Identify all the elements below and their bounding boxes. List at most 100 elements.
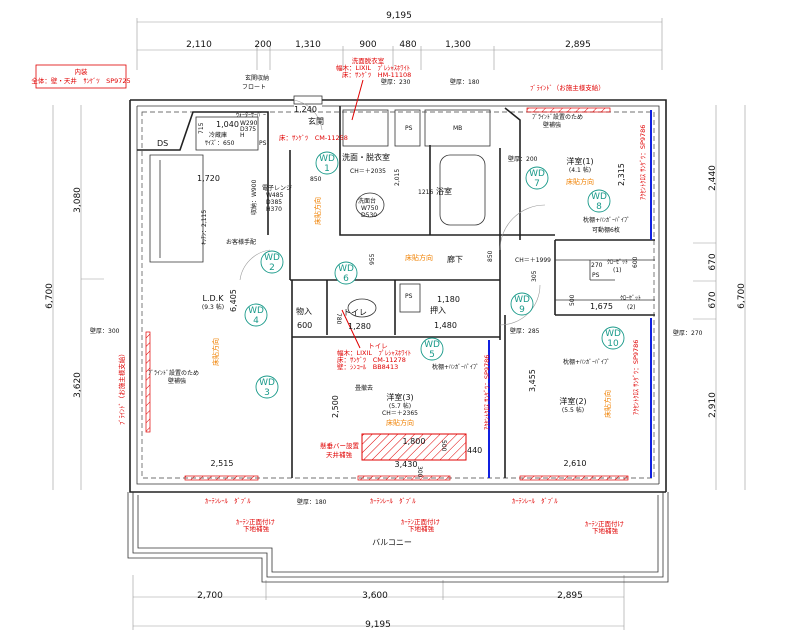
svg-text:玄関収納: 玄関収納: [245, 74, 269, 82]
svg-text:W290: W290: [240, 120, 258, 127]
svg-text:(9.3 帖): (9.3 帖): [202, 303, 224, 311]
svg-text:WD: WD: [264, 253, 280, 263]
svg-text:1,800: 1,800: [403, 437, 426, 446]
labels-room2: 壁厚：285 壁厚：270 枕棚+ﾊﾝｶﾞｰﾊﾟｲﾌﾟ 3,455 洋室(2) …: [510, 327, 703, 468]
dim-right: 670: [708, 253, 718, 270]
svg-text:(4.1 帖): (4.1 帖): [569, 166, 591, 174]
svg-text:枕棚+ﾊﾝｶﾞｰﾊﾟｲﾌﾟ: 枕棚+ﾊﾝｶﾞｰﾊﾟｲﾌﾟ: [583, 216, 630, 224]
svg-text:3,455: 3,455: [528, 369, 537, 392]
svg-text:下地補強: 下地補強: [243, 524, 270, 533]
markup: [145, 79, 652, 481]
svg-text:天井補強: 天井補強: [326, 450, 353, 459]
svg-text:トイレ: トイレ: [343, 308, 367, 317]
svg-text:L.D.K: L.D.K: [203, 294, 225, 303]
svg-text:305: 305: [531, 270, 538, 282]
door-tag-wd4: WD4: [244, 303, 268, 327]
svg-text:500: 500: [569, 294, 576, 306]
labels-room1: 壁厚：200 洋室(1) (4.1 帖) 床貼方向 2,315 ｱｸｾﾝﾄｸﾛｽ…: [508, 125, 647, 311]
svg-text:押入: 押入: [430, 305, 446, 315]
svg-text:CH＝＋2035: CH＝＋2035: [350, 168, 386, 175]
svg-text:WD: WD: [591, 192, 607, 202]
svg-text:壁厚：285: 壁厚：285: [510, 327, 540, 335]
svg-text:洋室(2): 洋室(2): [559, 396, 586, 406]
svg-text:床：ｻﾝｹﾞﾂ CM-11278: 床：ｻﾝｹﾞﾂ CM-11278: [337, 355, 406, 364]
svg-text:壁厚：200: 壁厚：200: [508, 155, 538, 163]
svg-text:ｸﾛｰｾﾞｯﾄ: ｸﾛｰｾﾞｯﾄ: [620, 295, 641, 302]
svg-text:全体：壁・天井 ｻﾝｹﾞﾂ SP9725: 全体：壁・天井 ｻﾝｹﾞﾂ SP9725: [31, 76, 130, 85]
labels-bottom: 壁厚：180 ｶｰﾃﾝﾚｰﾙ ﾀﾞﾌﾞﾙ ｶｰﾃﾝﾚｰﾙ ﾀﾞﾌﾞﾙ ｶｰﾃﾝﾚ…: [205, 497, 624, 535]
door-tag-wd2: WD2: [260, 250, 284, 274]
svg-text:H370: H370: [266, 206, 282, 213]
door-tag-wd7: WD7: [525, 166, 549, 190]
svg-text:6,405: 6,405: [229, 289, 238, 312]
svg-text:ｳｫｰﾀｰｻｰﾊﾞｰ: ｳｫｰﾀｰｻｰﾊﾞｰ: [236, 112, 266, 119]
svg-text:壁厚：270: 壁厚：270: [673, 329, 703, 337]
svg-text:270: 270: [591, 262, 603, 269]
svg-text:1216: 1216: [418, 189, 433, 196]
svg-text:幅木：LIXIL ﾌﾟﾚｼｬｽﾎﾜｲﾄ: 幅木：LIXIL ﾌﾟﾚｼｬｽﾎﾜｲﾄ: [337, 348, 411, 357]
svg-text:3: 3: [264, 388, 270, 398]
svg-text:洗面脱衣室: 洗面脱衣室: [352, 56, 385, 65]
svg-text:1,180: 1,180: [437, 295, 460, 304]
dim-top: 2,895: [565, 40, 591, 50]
top-dimensions: 9,195 2,110 200 1,310 900 480 1,300 2,89…: [136, 11, 663, 70]
dim-left-total: 6,700: [45, 283, 55, 309]
svg-text:収納：W900: 収納：W900: [250, 179, 258, 215]
svg-text:ｱｸｾﾝﾄｸﾛｽ ｻﾝｹﾞﾂ：SP9786: ｱｸｾﾝﾄｸﾛｽ ｻﾝｹﾞﾂ：SP9786: [632, 340, 640, 415]
svg-text:洋室(3): 洋室(3): [386, 392, 413, 402]
labels-ldk: L.D.K (9.3 帖) 6,405 壁厚：300 ﾌﾞﾗｲﾝﾄﾞ（お施主様支…: [90, 289, 238, 468]
svg-text:(5.5 帖): (5.5 帖): [562, 406, 584, 414]
dim-top: 2,110: [186, 40, 212, 50]
svg-text:床貼方向: 床貼方向: [211, 338, 220, 366]
svg-text:壁補強: 壁補強: [168, 377, 186, 385]
left-dimensions: 6,700 3,080 3,620: [45, 105, 104, 490]
svg-text:2,315: 2,315: [617, 163, 626, 186]
svg-text:D375: D375: [240, 126, 256, 133]
svg-text:洗面・脱衣室: 洗面・脱衣室: [342, 152, 390, 162]
svg-text:ｶｰﾃﾝ正面付け: ｶｰﾃﾝ正面付け: [585, 519, 624, 528]
svg-text:2,610: 2,610: [564, 459, 587, 468]
svg-text:WD: WD: [338, 264, 354, 274]
svg-text:ｱｸｾﾝﾄｸﾛｽ ｻﾝｹﾞﾂ：SP9786: ｱｸｾﾝﾄｸﾛｽ ｻﾝｹﾞﾂ：SP9786: [483, 355, 491, 430]
svg-text:壁補強: 壁補強: [543, 121, 561, 129]
dim-top-total: 9,195: [386, 11, 412, 21]
svg-text:ｶｰﾃﾝﾚｰﾙ ﾀﾞﾌﾞﾙ: ｶｰﾃﾝﾚｰﾙ ﾀﾞﾌﾞﾙ: [512, 497, 558, 505]
dim-bottom: 2,700: [197, 591, 223, 601]
svg-text:ﾌﾞﾗｲﾝﾄﾞ（お施主様支給）: ﾌﾞﾗｲﾝﾄﾞ（お施主様支給）: [530, 83, 605, 92]
svg-text:600: 600: [297, 321, 312, 330]
svg-text:4: 4: [253, 316, 259, 326]
svg-text:CH＝＋2365: CH＝＋2365: [382, 410, 418, 417]
svg-text:DS: DS: [157, 139, 168, 148]
svg-text:枕棚+ﾊﾝｶﾞｰﾊﾟｲﾌﾟ: 枕棚+ﾊﾝｶﾞｰﾊﾟｲﾌﾟ: [432, 363, 479, 371]
svg-text:畳撤去: 畳撤去: [355, 384, 373, 392]
svg-text:冷蔵庫: 冷蔵庫: [209, 131, 227, 139]
svg-text:WD: WD: [605, 329, 621, 339]
svg-text:床：ｻﾝｹﾞﾂ HM-11108: 床：ｻﾝｹﾞﾂ HM-11108: [342, 70, 411, 79]
svg-text:物入: 物入: [296, 306, 312, 316]
door-tag-wd3: WD3: [255, 375, 279, 399]
svg-text:5: 5: [429, 350, 435, 360]
svg-text:ｷｯﾁﾝ：2,115: ｷｯﾁﾝ：2,115: [201, 210, 208, 245]
svg-text:床貼方向: 床貼方向: [313, 197, 322, 225]
svg-text:ｶｰﾃﾝ正面付け: ｶｰﾃﾝ正面付け: [236, 517, 275, 526]
svg-text:WD: WD: [319, 154, 335, 164]
svg-text:ﾌﾞﾗｲﾝﾄﾞ設置のため: ﾌﾞﾗｲﾝﾄﾞ設置のため: [148, 369, 199, 377]
bottom-dimensions: 2,700 3,600 2,895 9,195: [132, 575, 625, 630]
svg-text:850: 850: [310, 176, 322, 183]
svg-text:床貼方向: 床貼方向: [405, 253, 433, 262]
dim-bottom: 2,895: [557, 591, 583, 601]
svg-text:2,515: 2,515: [211, 459, 234, 468]
svg-text:ﾌﾞﾗｲﾝﾄﾞ設置のため: ﾌﾞﾗｲﾝﾄﾞ設置のため: [532, 113, 583, 121]
svg-text:H: H: [240, 132, 245, 139]
right-dimensions: 2,440 670 670 2,910 6,700: [693, 105, 747, 490]
svg-text:廊下: 廊下: [447, 254, 463, 264]
svg-text:ｻｲｽﾞ：650: ｻｲｽﾞ：650: [205, 140, 235, 147]
balcony: バルコニー: [127, 492, 669, 583]
svg-text:壁厚：230: 壁厚：230: [381, 78, 411, 86]
labels-washroom: 洗面・脱衣室 CH＝＋2035 2,015 850 1216 浴室 洗面台 W7…: [310, 152, 452, 225]
svg-text:壁厚：180: 壁厚：180: [450, 78, 480, 86]
svg-text:8: 8: [596, 202, 602, 212]
door-tag-wd5: WD5: [420, 337, 444, 361]
